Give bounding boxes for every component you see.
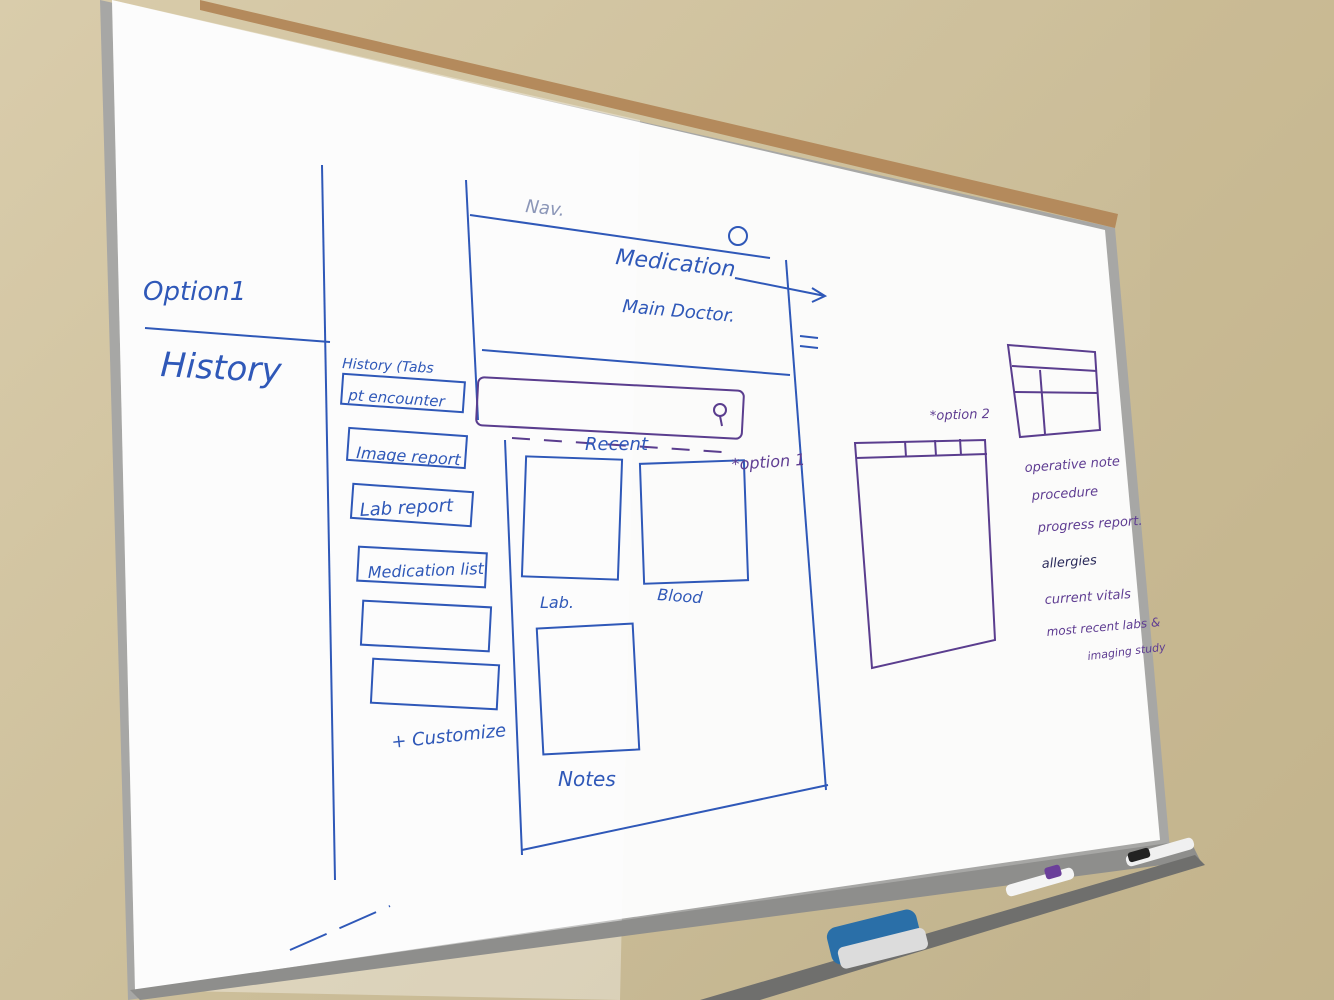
list-item-progress-report: progress report. <box>1036 514 1143 536</box>
list-item-procedure: procedure <box>1030 484 1098 504</box>
sketch-nav-divider <box>465 179 479 421</box>
marker-icon[interactable] <box>1005 864 1076 897</box>
option2-window <box>1006 343 1102 439</box>
option2-note: *option 2 <box>930 407 991 424</box>
option2-frame <box>853 438 997 670</box>
card-lab <box>520 455 624 581</box>
card-label-lab: Lab. <box>540 593 574 612</box>
tab-box <box>349 482 475 528</box>
sketch-underline <box>144 327 331 343</box>
card-label-notes: Notes <box>558 767 616 791</box>
sketch-left-line <box>321 164 336 881</box>
board-gloss <box>112 0 640 1000</box>
board-top-trim <box>200 0 1118 228</box>
search-icon <box>713 403 727 427</box>
history-tabs-title: History (Tabs <box>342 356 434 377</box>
sketch-top <box>469 214 771 259</box>
marker-tray <box>130 840 1200 1000</box>
card-notes <box>535 622 641 756</box>
sketch-bottom <box>521 784 829 851</box>
board-surface <box>112 0 1160 990</box>
sketch-main-left <box>504 439 523 856</box>
list-item-current-vitals: current vitals <box>1044 587 1131 608</box>
arrow-icon <box>799 335 819 349</box>
tab-medication-list: Medication list <box>367 559 484 582</box>
section-title: History <box>160 345 284 391</box>
marker-tray-lip <box>700 855 1205 1000</box>
nav-label: Nav. <box>524 196 565 221</box>
option-title: Option1 <box>143 277 246 307</box>
recent-divider <box>511 437 723 453</box>
tab-box <box>356 545 488 589</box>
recent-label: Recent <box>585 434 649 455</box>
list-item-allergies: allergies <box>1041 553 1097 572</box>
wall-shade <box>1150 0 1334 1000</box>
arrow-icon <box>734 277 828 303</box>
blue-sketch <box>144 164 829 951</box>
tab-lab-report: Lab report <box>359 495 454 521</box>
tab-box <box>369 657 501 711</box>
list-item-operative-note: operative note <box>1024 454 1120 476</box>
card-blood <box>638 459 750 585</box>
search-input <box>475 376 745 440</box>
card-label-blood: Blood <box>657 585 704 607</box>
sketch-dash <box>289 905 391 951</box>
profile-icon <box>728 226 748 246</box>
purple-sketch <box>475 343 1102 670</box>
eraser-icon[interactable] <box>825 907 929 969</box>
sketch-main-right <box>785 259 827 791</box>
tab-box <box>359 599 493 653</box>
marker-icon[interactable] <box>1125 837 1196 868</box>
tab-box <box>340 372 466 414</box>
tab-box <box>345 426 469 470</box>
sketch-header-bottom <box>481 349 791 376</box>
